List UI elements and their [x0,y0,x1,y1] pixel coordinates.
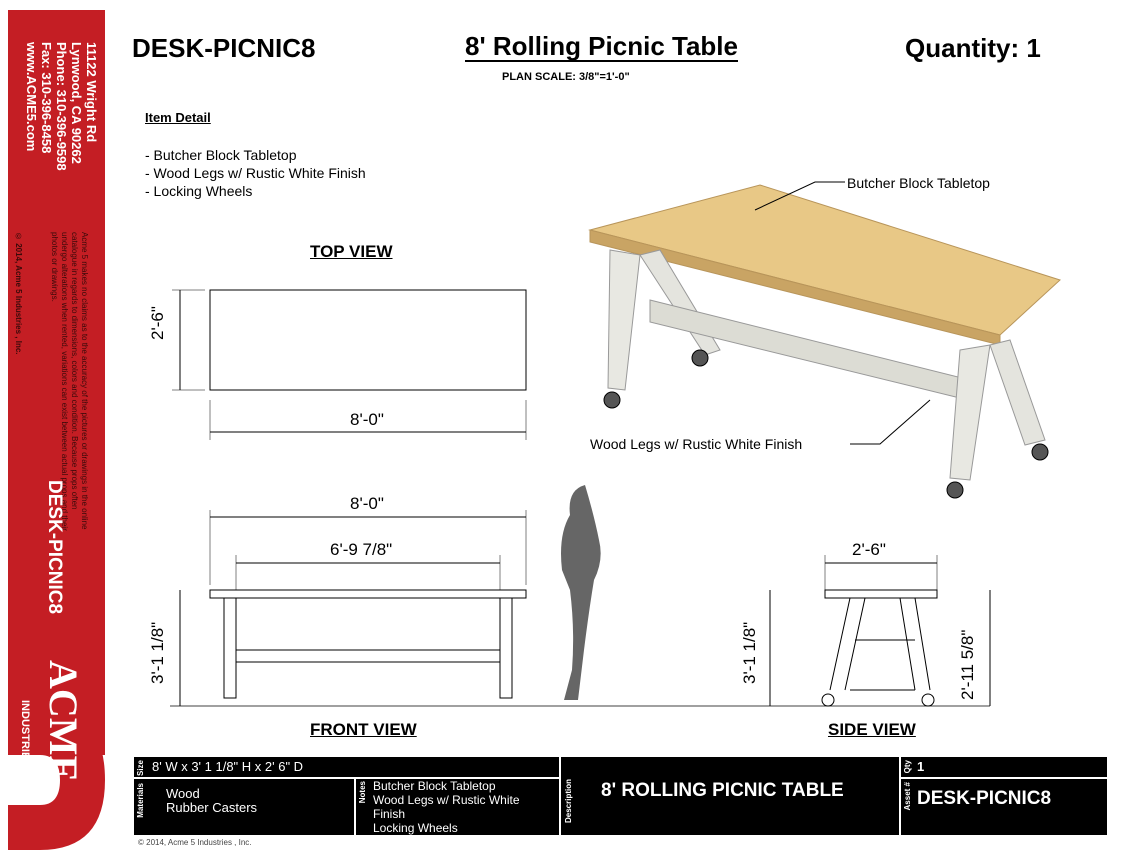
notes-label: Notes [358,781,367,804]
disclaimer: Acme 5 makes no claims as to the accurac… [50,232,89,531]
human-silhouette [561,485,601,700]
item-detail-heading: Item Detail [145,110,211,125]
materials-cell: Materials Wood Rubber Casters [133,778,355,836]
top-depth-dim: 2'-6" [148,306,167,340]
footer-copyright: © 2014, Acme 5 Industries , Inc. [138,838,252,847]
page-title: 8' Rolling Picnic Table [465,31,738,62]
side-width-dim: 2'-6" [852,540,886,559]
note-item: Finish [373,807,406,821]
address-line: 11122 Wright Rd [84,42,99,143]
callout-tabletop: Butcher Block Tabletop [847,175,990,191]
sidebar-copyright: © 2014, Acme 5 Industries , Inc. [14,232,23,355]
item-detail-list: - Butcher Block Tabletop - Wood Legs w/ … [145,146,366,200]
material-item: Wood [166,786,200,801]
front-width-dim: 8'-0" [350,494,384,513]
phone: Phone: 310-396-9598 [54,42,69,171]
size-value: 8' W x 3' 1 1/8" H x 2' 6" D [152,759,304,774]
qty-label: Qty [903,760,912,774]
front-height-dim: 3'-1 1/8" [148,621,167,684]
side-height-dim: 3'-1 1/8" [740,621,759,684]
top-width-dim: 8'-0" [350,410,384,429]
size-label: Size [136,760,145,777]
callout-legs: Wood Legs w/ Rustic White Finish [590,436,803,452]
note-item: Butcher Block Tabletop [373,779,496,793]
top-view-outline [209,289,527,391]
front-view-heading: FRONT VIEW [310,720,417,739]
plan-scale: PLAN SCALE: 3/8"=1'-0" [502,71,630,83]
product-code: DESK-PICNIC8 [132,33,316,63]
asset-value: DESK-PICNIC8 [917,788,1052,809]
front-inner-dim: 6'-9 7/8" [330,540,393,559]
company-address: 11122 Wright Rd Lynwood, CA 90262 Phone:… [24,42,99,171]
fax: Fax: 310-396-8458 [39,42,54,154]
website: www.ACME5.com [24,42,39,152]
description-cell: Description 8' ROLLING PICNIC TABLE [560,756,900,836]
note-item: Wood Legs w/ Rustic White [373,793,520,807]
description-value: 8' ROLLING PICNIC TABLE [601,780,844,801]
side-view-heading: SIDE VIEW [828,720,916,739]
address-line: Lynwood, CA 90262 [69,42,84,164]
notes-cell: Notes Butcher Block Tabletop Wood Legs w… [355,778,560,836]
company-sidebar: 11122 Wright Rd Lynwood, CA 90262 Phone:… [8,10,105,755]
quantity: Quantity: 1 [905,33,1041,63]
description-label: Description [564,779,573,824]
qty-cell: Qty 1 [900,756,1108,778]
svg-text:ACME: ACME [41,660,86,782]
material-item: Rubber Casters [166,800,258,815]
list-item: - Wood Legs w/ Rustic White Finish [145,165,366,181]
asset-cell: Asset # DESK-PICNIC8 [900,778,1108,836]
list-item: - Butcher Block Tabletop [145,147,297,163]
note-item: Locking Wheels [373,821,458,835]
materials-label: Materials [136,783,145,818]
info-table: Size 8' W x 3' 1 1/8" H x 2' 6" D Materi… [133,756,1108,836]
side-inner-height-dim: 2'-11 5/8" [958,629,977,700]
asset-label: Asset # [903,782,912,811]
sidebar-product-code: DESK-PICNIC8 [44,480,65,615]
qty-value: 1 [917,759,925,774]
top-view-heading: TOP VIEW [310,242,393,261]
size-cell: Size 8' W x 3' 1 1/8" H x 2' 6" D [133,756,560,778]
list-item: - Locking Wheels [145,183,253,199]
svg-text:INDUSTRIES: INDUSTRIES [19,700,31,767]
acme5-logo: ACME INDUSTRIES [8,640,105,850]
